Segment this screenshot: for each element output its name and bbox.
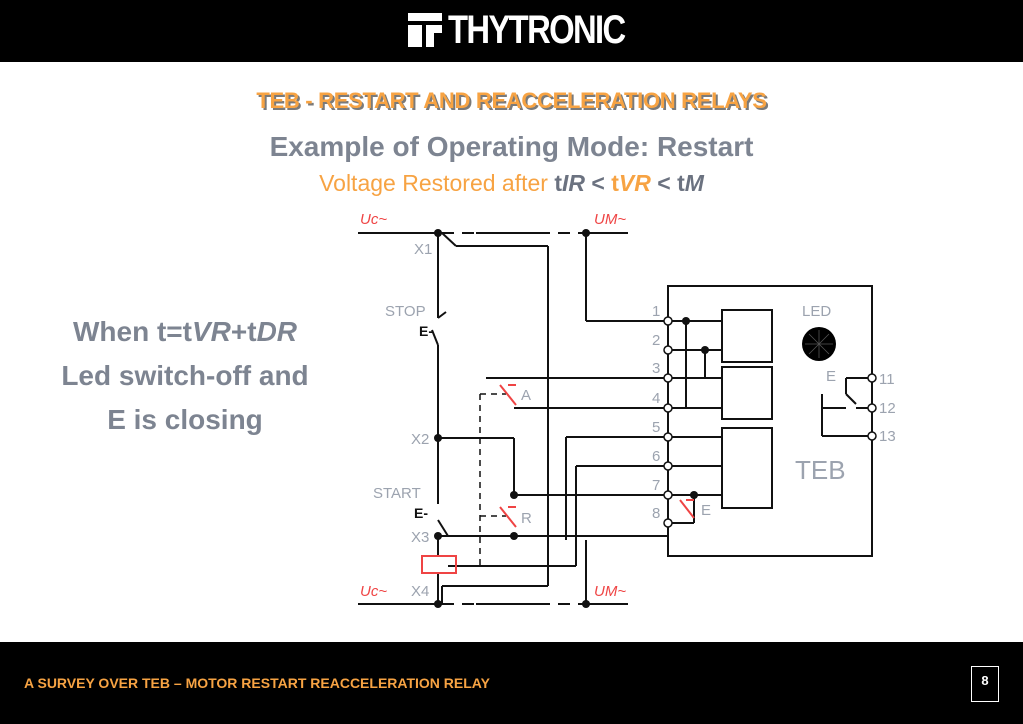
- page-number: 8: [971, 666, 999, 702]
- label-x2: X2: [411, 431, 429, 448]
- terminal-label: 3: [652, 360, 660, 377]
- side-line-3: E is closing: [107, 404, 263, 435]
- side-line-2: Led switch-off and: [61, 360, 309, 391]
- label-x3: X3: [411, 529, 429, 546]
- label-start: START: [373, 485, 421, 502]
- slide-title: TEB - RESTART AND REACCELERATION RELAYS: [256, 88, 767, 113]
- condition-t3: t: [677, 170, 685, 196]
- side-line-1c: +t: [230, 316, 257, 347]
- label-stop: STOP: [385, 303, 426, 320]
- label-contact-e: E: [701, 502, 711, 519]
- terminal-label: 2: [652, 332, 660, 349]
- side-description: When t=tVR+tDR Led switch-off and E is c…: [30, 310, 340, 442]
- side-line-1a: When t=t: [72, 316, 192, 347]
- label-teb: TEB: [795, 455, 846, 485]
- condition-t1: t: [554, 170, 563, 196]
- label-output-e: E: [826, 368, 836, 385]
- label-led: LED: [802, 303, 831, 320]
- slide-subtitle: Example of Operating Mode: Restart: [269, 131, 754, 162]
- terminal-label: 12: [879, 400, 896, 417]
- terminal-label: 6: [652, 448, 660, 465]
- side-line-1: When t=tVR+tDR: [30, 310, 340, 354]
- condition-t2: t: [611, 170, 619, 196]
- terminal-label: 5: [652, 419, 660, 436]
- terminal-label: 11: [879, 371, 895, 388]
- footer-bar: [0, 642, 1023, 724]
- label-contact-r: R: [521, 510, 532, 527]
- brand-logo: THYTRONIC: [408, 8, 663, 52]
- label-start-e: E-: [414, 505, 428, 521]
- terminal-label: 7: [652, 477, 660, 494]
- side-line-1d: DR: [256, 316, 298, 347]
- terminal-label: 13: [879, 428, 896, 445]
- terminal-label: 8: [652, 505, 660, 522]
- condition-prefix: Voltage Restored after: [319, 170, 555, 196]
- logo-wordmark: THYTRONIC: [448, 7, 626, 52]
- label-stop-e: E-: [419, 323, 433, 339]
- label-x1: X1: [414, 241, 432, 258]
- label-uc-bottom: Uc~: [360, 583, 387, 600]
- terminal-label: 4: [652, 390, 660, 407]
- header-bar: THYTRONIC: [0, 0, 1023, 62]
- side-line-1b: VR: [191, 316, 231, 347]
- condition-lt2: <: [650, 170, 678, 196]
- condition-v1: IR: [562, 170, 586, 196]
- label-contact-a: A: [521, 387, 531, 404]
- slide-condition-line: Voltage Restored after tIR < tVR < tM: [0, 170, 1023, 197]
- label-um-top: UM~: [594, 211, 626, 228]
- condition-v3: M: [684, 170, 704, 196]
- footer-text: A SURVEY OVER TEB – MOTOR RESTART REACCE…: [24, 675, 490, 691]
- label-uc-top: Uc~: [360, 211, 387, 228]
- label-um-bottom: UM~: [594, 583, 626, 600]
- label-x4: X4: [411, 583, 429, 600]
- condition-v2: VR: [618, 170, 651, 196]
- condition-lt1: <: [585, 170, 612, 196]
- thytronic-logo-icon: [408, 13, 442, 47]
- terminal-label: 1: [652, 303, 660, 320]
